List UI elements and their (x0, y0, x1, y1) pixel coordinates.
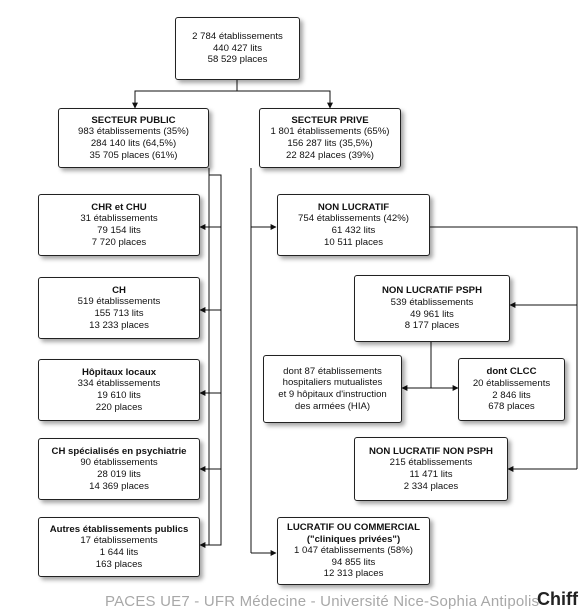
autres-places: 163 places (95, 558, 143, 570)
node-non-lucratif-non-psph: NON LUCRATIF NON PSPH 215 établissements… (354, 437, 508, 501)
nonlucratif-establishments: 754 établissements (42%) (298, 213, 409, 225)
edge-public-bus (208, 168, 222, 546)
chr-beds: 79 154 lits (97, 225, 141, 236)
node-chr-chu: CHR et CHU 31 établissements 79 154 lits… (38, 194, 200, 256)
public-places: 35 705 places (61%) (89, 149, 178, 161)
footer-course-label: PACES UE7 - UFR Médecine - Université Ni… (105, 593, 540, 610)
public-establishments: 983 établissements (35%) (78, 126, 189, 138)
node-hopitaux-locaux: Hôpitaux locaux 334 établissements 19 61… (38, 359, 200, 421)
node-autres-publics: Autres établissements publics 17 établis… (38, 517, 200, 577)
psy-establishments: 90 établissements (80, 457, 158, 469)
nonpsph-beds: 11 471 lits (409, 469, 453, 480)
hopitaux-beds: 19 610 lits (97, 390, 141, 401)
psy-title: CH spécialisés en psychiatrie (51, 445, 187, 457)
chr-establishments: 31 établissements (80, 213, 158, 225)
lucratif-beds: 94 855 lits (331, 556, 376, 568)
edge-nonlucratif-loop (430, 226, 578, 469)
clcc-beds: 2 846 lits (492, 389, 531, 401)
mutualistes-line3: et 9 hôpitaux d'instruction (278, 389, 387, 400)
nonlucratif-places: 10 511 places (323, 236, 384, 248)
psph-beds: 49 961 lits (410, 308, 454, 320)
node-ch: CH 519 établissements 155 713 lits 13 23… (38, 277, 200, 339)
mutualistes-line1: dont 87 établissements (283, 365, 382, 377)
chr-title: CHR et CHU (91, 201, 147, 213)
public-title: SECTEUR PUBLIC (91, 114, 176, 126)
psy-beds: 28 019 lits (97, 469, 141, 480)
hopitaux-title: Hôpitaux locaux (81, 366, 157, 378)
prive-establishments: 1 801 établissements (65%) (270, 126, 390, 138)
psph-establishments: 539 établissements (390, 296, 474, 308)
node-non-lucratif-psph: NON LUCRATIF PSPH 539 établissements 49 … (354, 275, 510, 342)
nonpsph-places: 2 334 places (403, 480, 459, 492)
node-secteur-prive: SECTEUR PRIVE 1 801 établissements (65%)… (259, 108, 401, 168)
hopitaux-places: 220 places (95, 401, 143, 413)
autres-title: Autres établissements publics (49, 523, 189, 535)
lucratif-places: 12 313 places (323, 568, 384, 580)
psy-places: 14 369 places (89, 480, 149, 492)
hopitaux-establishments: 334 établissements (77, 378, 161, 390)
root-places: 58 529 places (207, 54, 268, 66)
nonpsph-establishments: 215 établissements (389, 457, 473, 469)
edge-root-branch (132, 80, 238, 109)
lucratif-establishments: 1 047 établissements (58%) (294, 545, 413, 557)
root-establishments: 2 784 établissements (192, 31, 283, 43)
prive-beds: 156 287 lits (35,5%) (287, 138, 373, 149)
autres-establishments: 17 établissements (80, 535, 158, 547)
chr-places: 7 720 places (91, 236, 147, 248)
node-ch-psychiatrie: CH spécialisés en psychiatrie 90 établis… (38, 438, 200, 500)
edge-root-prive (237, 90, 333, 109)
mutualistes-line2: hospitaliers mutualistes (282, 377, 383, 389)
ch-places: 13 233 places (89, 319, 149, 331)
node-non-lucratif: NON LUCRATIF 754 établissements (42%) 61… (277, 194, 430, 256)
psph-places: 8 177 places (404, 320, 460, 332)
mutualistes-line4: des armées (HIA) (294, 400, 371, 412)
nonpsph-title: NON LUCRATIF NON PSPH (368, 445, 493, 457)
nonlucratif-beds: 61 432 lits (331, 225, 376, 236)
root-beds: 440 427 lits (212, 42, 263, 54)
autres-beds: 1 644 lits (99, 547, 139, 558)
footer-chiff-label: Chiff (537, 589, 578, 609)
node-root: 2 784 établissements 440 427 lits 58 529… (175, 17, 300, 80)
lucratif-subtitle: ("cliniques privées") (306, 533, 401, 545)
ch-beds: 155 713 lits (94, 308, 144, 319)
ch-title: CH (112, 284, 126, 296)
node-clcc: dont CLCC 20 établissements 2 846 lits 6… (458, 358, 565, 421)
psph-title: NON LUCRATIF PSPH (381, 285, 483, 297)
clcc-places: 678 places (488, 401, 535, 413)
prive-title: SECTEUR PRIVE (291, 114, 369, 126)
clcc-title: dont CLCC (486, 366, 537, 378)
node-secteur-public: SECTEUR PUBLIC 983 établissements (35%) … (58, 108, 209, 168)
node-mutualistes-hia: dont 87 établissements hospitaliers mutu… (263, 355, 402, 423)
clcc-establishments: 20 établissements (472, 377, 551, 389)
public-beds: 284 140 lits (64,5%) (90, 138, 177, 149)
node-lucratif-commercial: LUCRATIF OU COMMERCIAL ("cliniques privé… (277, 517, 430, 585)
nonlucratif-title: NON LUCRATIF (317, 201, 390, 213)
prive-places: 22 824 places (39%) (286, 149, 374, 161)
lucratif-title: LUCRATIF OU COMMERCIAL (286, 522, 421, 534)
ch-establishments: 519 établissements (77, 296, 161, 308)
